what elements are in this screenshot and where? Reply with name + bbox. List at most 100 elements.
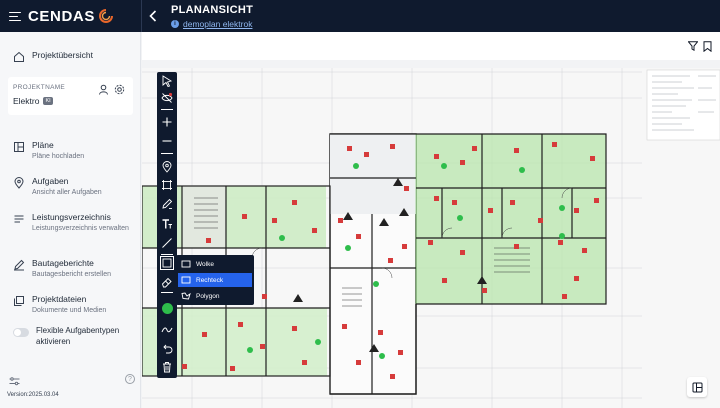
sidebar-item-leistungsverzeichnis[interactable]: Leistungsverzeichnis Leistungsverzeichni… <box>13 212 137 233</box>
text-tool[interactable] <box>160 217 174 231</box>
logo-text: CENDAS <box>28 7 95 25</box>
freehand-tool[interactable] <box>160 322 174 336</box>
sidebar-item-plaene[interactable]: Pläne Pläne hochladen <box>13 140 84 161</box>
zoom-out-tool[interactable] <box>160 134 174 148</box>
delete-icon <box>163 362 171 373</box>
sidebar-item-bautageberichte[interactable]: Bautageberichte Bautagesbericht erstelle… <box>13 258 111 279</box>
sidebar-item-projektdateien[interactable]: Projektdateien Dokumente und Medien <box>13 294 106 315</box>
eraser-tool[interactable] <box>160 275 174 289</box>
hamburger-menu-icon[interactable] <box>9 11 21 21</box>
select-arrow-tool[interactable] <box>160 74 174 88</box>
color-icon <box>161 302 173 314</box>
crop-tool[interactable] <box>160 178 174 192</box>
sidebar-item-subtitle: Dokumente und Medien <box>32 307 107 314</box>
zoom-in-tool[interactable] <box>160 115 174 129</box>
delete-tool[interactable] <box>160 360 174 374</box>
sidebar-item-subtitle: Pläne hochladen <box>32 153 85 160</box>
freehand-icon <box>161 327 173 333</box>
zoom-out-icon <box>162 140 172 142</box>
files-icon <box>14 296 24 306</box>
hide-markers-icon <box>161 92 173 103</box>
eraser-icon <box>161 277 172 288</box>
shape-option-label: Wolke <box>196 260 214 268</box>
info-icon: i <box>171 20 179 28</box>
home-icon <box>14 51 24 62</box>
toolbar-separator <box>161 109 173 110</box>
help-icon[interactable]: ? <box>125 374 135 384</box>
plan-canvas[interactable] <box>142 68 720 408</box>
shape-option-wolke[interactable]: Wolke <box>178 257 252 271</box>
sidebar-item-subtitle: Leistungsverzeichnis verwalten <box>32 225 129 232</box>
user-icon[interactable] <box>98 84 109 95</box>
edit-icon <box>162 198 173 209</box>
rectangle-icon <box>181 276 191 284</box>
project-card: PROJEKTNAME Elektro KI <box>8 77 133 115</box>
title-block: PLANANSICHT i demoplan elektrok <box>171 4 253 29</box>
hide-markers-tool[interactable] <box>160 91 174 105</box>
drawing-toolbar <box>157 72 177 378</box>
project-name: Elektro KI <box>13 96 53 106</box>
shape-option-rechteck[interactable]: Rechteck <box>178 273 252 287</box>
undo-tool[interactable] <box>160 342 174 356</box>
sliders-icon[interactable] <box>9 376 20 386</box>
polygon-icon <box>181 292 191 300</box>
chevron-left-icon <box>149 10 157 22</box>
filter-icon[interactable] <box>688 41 698 51</box>
list-icon <box>14 215 24 223</box>
shape-menu: Wolke Rechteck Polygon <box>176 255 254 305</box>
sidebar-item-aufgaben[interactable]: Aufgaben Ansicht aller Aufgaben <box>13 176 102 197</box>
project-subtitle: i demoplan elektrok <box>171 19 253 29</box>
layout-toggle-button[interactable] <box>687 377 707 397</box>
location-pin-icon <box>14 177 24 189</box>
back-button[interactable] <box>146 6 160 26</box>
toolbar-separator <box>161 292 173 293</box>
sidebar-item-subtitle: Bautagesbericht erstellen <box>32 271 111 278</box>
crop-icon <box>162 180 172 190</box>
toolbar-separator <box>161 254 173 255</box>
topbar-divider <box>141 0 142 32</box>
toolbar-separator <box>161 153 173 154</box>
rectangle-tool[interactable] <box>160 256 174 270</box>
pen-icon <box>14 259 25 271</box>
flexible-tasktypes-toggle[interactable] <box>13 328 29 337</box>
toggle-label: Flexible Aufgabentypen aktivieren <box>36 326 120 346</box>
line-icon <box>162 238 172 248</box>
logo[interactable]: CENDAS <box>28 8 113 25</box>
select-arrow-icon <box>162 75 173 87</box>
project-link[interactable]: demoplan elektrok <box>183 19 253 29</box>
shape-option-label: Rechteck <box>196 276 224 284</box>
undo-icon <box>163 344 173 354</box>
project-name-text: Elektro <box>13 96 40 106</box>
cloud-icon <box>181 260 191 268</box>
floor-plan-drawing[interactable] <box>142 68 720 408</box>
version-label: Version:2025.03.04 <box>7 392 59 398</box>
text-tool-icon <box>162 219 172 229</box>
sidebar-item-title: Bautageberichte <box>32 258 94 268</box>
project-badge: KI <box>43 97 53 105</box>
sidebar-item-title: Aufgaben <box>32 176 69 186</box>
sidebar-item-title: Pläne <box>32 140 54 150</box>
pin-icon <box>162 161 172 173</box>
sidebar-item-overview[interactable]: Projektübersicht <box>13 50 93 63</box>
sidebar-item-subtitle: Ansicht aller Aufgaben <box>32 189 102 196</box>
top-bar: CENDAS PLANANSICHT i demoplan elektrok <box>0 0 720 32</box>
sidebar-item-title: Projektdateien <box>32 294 87 304</box>
gear-icon[interactable] <box>114 84 125 95</box>
layout-icon <box>692 382 702 392</box>
sidebar: Projektübersicht PROJEKTNAME Elektro KI … <box>0 32 141 408</box>
project-label: PROJEKTNAME <box>13 84 66 91</box>
shape-option-polygon[interactable]: Polygon <box>178 289 252 303</box>
plans-icon <box>14 142 24 152</box>
line-tool[interactable] <box>160 236 174 250</box>
sidebar-item-label: Projektübersicht <box>32 50 93 60</box>
sidebar-item-title: Leistungsverzeichnis <box>32 212 111 222</box>
main-area <box>142 32 720 408</box>
pin-tool[interactable] <box>160 160 174 174</box>
color-picker[interactable] <box>160 301 174 315</box>
rectangle-icon <box>162 258 172 268</box>
zoom-in-icon <box>162 117 172 127</box>
edit-tool[interactable] <box>160 197 174 211</box>
action-bar <box>142 32 720 60</box>
bookmark-icon[interactable] <box>703 41 712 52</box>
shape-option-label: Polygon <box>196 292 220 300</box>
